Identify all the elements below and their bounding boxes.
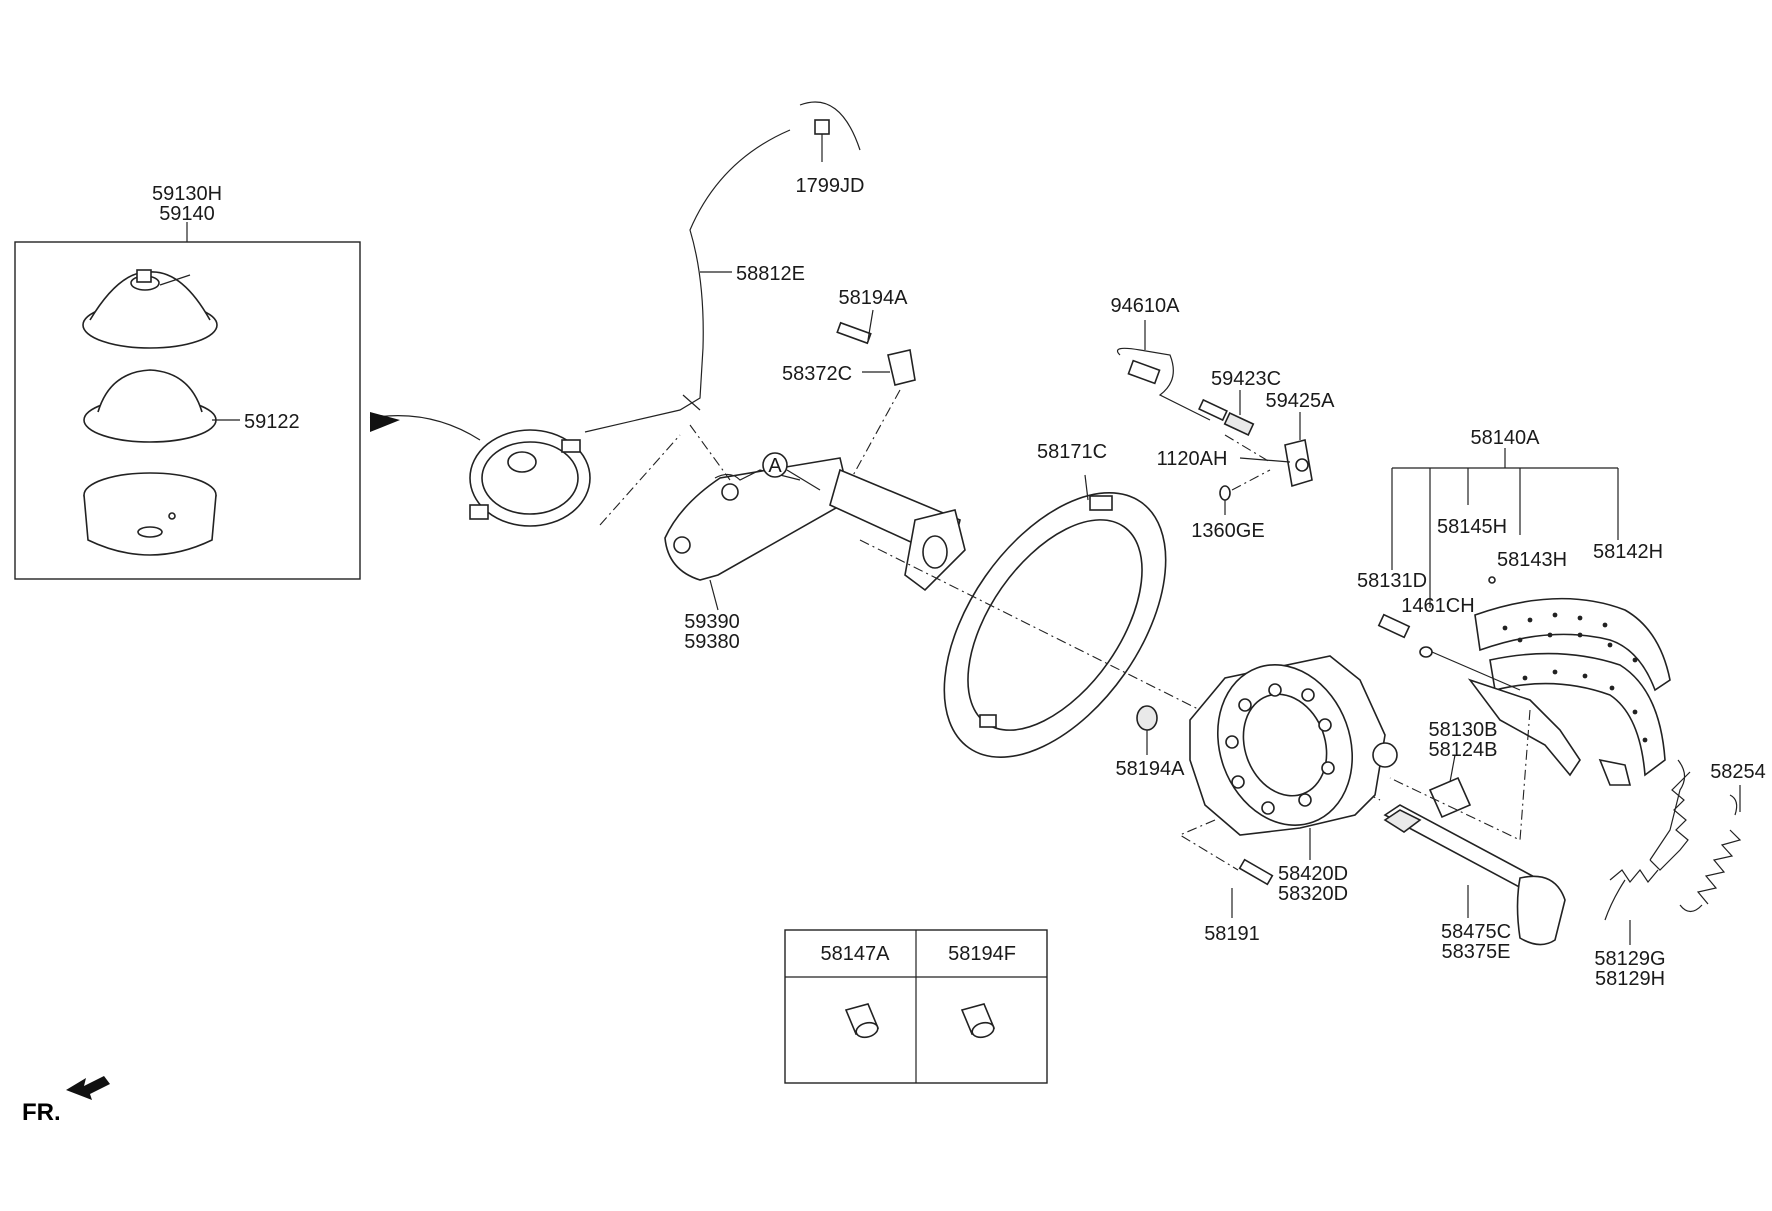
label-59390: 59390 [684,611,740,633]
front-direction-indicator: FR. [22,1076,110,1126]
brake-chamber-part [469,429,591,527]
brake-shoe-58140A: 58140A 58145H 58143H 58142H 58131D 1461C… [1357,427,1671,786]
label-58372C: 58372C [782,363,852,385]
chamber-kit-box: 59130H 59140 59122 [14,183,361,580]
label-59122: 59122 [244,411,300,433]
label-1360GE: 1360GE [1191,520,1264,542]
label-59130H: 59130H [152,183,222,205]
return-spring-58129G: 58129G 58129H [1594,759,1691,990]
label-58130B: 58130B [1429,719,1498,741]
label-59425A: 59425A [1266,390,1336,412]
label-59140: 59140 [159,203,215,225]
bolt-58194A-top: 58194A [836,287,909,345]
label-58812E: 58812E [736,263,805,285]
label-58124B: 58124B [1429,739,1498,761]
label-A: A [768,455,782,477]
hose-58812E [584,129,791,433]
camshaft-58475C: 58475C 58375E [1383,804,1566,963]
label-59423C: 59423C [1211,368,1281,390]
front-arrow-icon [66,1076,110,1100]
label-58145H: 58145H [1437,516,1507,538]
label-58194A-top: 58194A [839,287,909,309]
arrow-head [370,412,400,432]
label-58475C: 58475C [1441,921,1511,943]
bushing-58194F [960,1003,996,1039]
bushing-table: 58147A 58194F [784,929,1048,1084]
dust-shield-58171C: 58171C [943,441,1167,758]
spring-58254: 58254 [1679,761,1766,913]
clip-59425A: 59425A [1266,390,1336,488]
label-58129H: 58129H [1595,968,1665,990]
table-col2-header: 58194F [948,943,1016,965]
bracket-58372C: 58372C [782,349,916,386]
label-58140A: 58140A [1471,427,1541,449]
label-58191: 58191 [1204,923,1260,945]
label-58143H: 58143H [1497,549,1567,571]
label-1799JD: 1799JD [796,175,865,197]
nut-58194A-bottom: 58194A [1116,705,1186,780]
clamp-1799JD: 1799JD [796,101,865,197]
label-1120AH: 1120AH [1157,448,1228,470]
label-58142H: 58142H [1593,541,1663,563]
reference-A: A [762,452,821,491]
label-58131D: 58131D [1357,570,1427,592]
front-label: FR. [22,1099,61,1126]
label-58171C: 58171C [1037,441,1107,463]
bolt-58191: 58191 [1178,819,1274,945]
chamber-cover-part [82,269,218,349]
abs-sensor-94610A: 94610A [1111,295,1228,422]
label-94610A: 94610A [1111,295,1181,317]
diaphragm-part: 59122 [83,369,300,443]
label-58375E: 58375E [1442,941,1511,963]
label-1461CH: 1461CH [1401,595,1474,617]
washer-1360GE: 1360GE [1191,485,1265,542]
label-59380: 59380 [684,631,740,653]
label-58254: 58254 [1710,761,1766,783]
chamber-base-part [83,472,217,556]
table-col1-header: 58147A [821,943,891,965]
brake-spider-58420D: 58420D 58320D [1189,655,1398,905]
bushing-58130B: 58130B 58124B [1429,719,1498,819]
label-58129G: 58129G [1594,948,1665,970]
spider-bracket-59390: 59390 59380 [664,457,966,653]
label-58420D: 58420D [1278,863,1348,885]
bushing-58147A [844,1003,880,1039]
label-58194A-bottom: 58194A [1116,758,1186,780]
bushing-59423C: 59423C [1211,368,1281,436]
label-58320D: 58320D [1278,883,1348,905]
